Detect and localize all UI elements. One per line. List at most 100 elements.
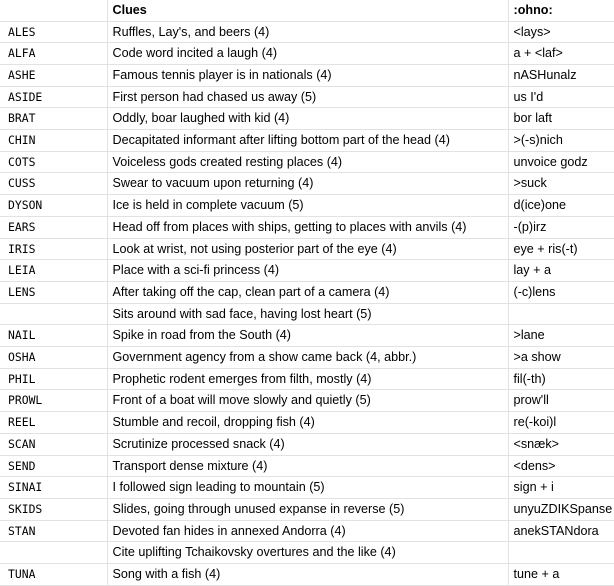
notes-cell[interactable]: <lays> [508,21,614,44]
clue-cell[interactable]: Transport dense mixture (4) [107,455,509,478]
answer-cell[interactable]: NAIL [0,324,108,348]
clue-cell[interactable]: Sits around with sad face, having lost h… [107,303,509,326]
notes-cell[interactable]: us I'd [508,86,614,109]
clue-cell[interactable]: Ice is held in complete vacuum (5) [107,194,509,217]
answer-cell[interactable]: TUNA [0,563,108,586]
notes-cell[interactable]: >lane [508,324,614,348]
notes-cell[interactable]: sign + i [508,476,614,499]
clues-header-cell[interactable]: Clues [107,0,509,22]
notes-cell[interactable]: bor laft [508,107,614,131]
answer-cell[interactable]: BRAT [0,107,108,131]
clue-cell[interactable]: Code word incited a laugh (4) [107,42,509,65]
answer-cell[interactable]: PHIL [0,368,108,391]
clue-cell[interactable]: Famous tennis player is in nationals (4) [107,64,509,87]
answer-cell[interactable]: ALES [0,21,108,44]
clue-cell[interactable]: Look at wrist, not using posterior part … [107,238,509,261]
answer-cell[interactable]: ASHE [0,64,108,87]
notes-cell[interactable]: >suck [508,172,614,196]
clue-cell[interactable]: Oddly, boar laughed with kid (4) [107,107,509,131]
clue-cell[interactable]: I followed sign leading to mountain (5) [107,476,509,499]
clue-cell[interactable]: Government agency from a show came back … [107,346,509,369]
notes-cell[interactable] [508,303,614,326]
notes-cell[interactable]: (-c)lens [508,281,614,304]
notes-cell[interactable]: fil(-th) [508,368,614,391]
notes-header-cell[interactable]: :ohno: [508,0,614,22]
notes-cell[interactable]: prow'll [508,389,614,413]
clue-cell[interactable]: Spike in road from the South (4) [107,324,509,348]
answer-cell[interactable]: IRIS [0,238,108,261]
notes-cell[interactable]: <dens> [508,455,614,478]
answer-header-cell[interactable] [0,0,108,22]
notes-cell[interactable]: d(ice)one [508,194,614,217]
answer-cell[interactable] [0,303,108,326]
notes-cell[interactable]: unvoice godz [508,151,614,174]
answer-cell[interactable]: OSHA [0,346,108,369]
clue-cell[interactable]: Devoted fan hides in annexed Andorra (4) [107,520,509,543]
clue-cell[interactable]: Decapitated informant after lifting bott… [107,129,509,152]
answer-cell[interactable]: CUSS [0,172,108,196]
clue-cell[interactable]: Ruffles, Lay's, and beers (4) [107,21,509,44]
notes-cell[interactable]: <snæk> [508,433,614,456]
answer-cell[interactable]: ALFA [0,42,108,65]
notes-cell[interactable]: a + <laf> [508,42,614,65]
answer-cell[interactable]: SINAI [0,476,108,499]
header-row: Clues :ohno: [0,0,614,22]
clue-cell[interactable]: Stumble and recoil, dropping fish (4) [107,411,509,434]
answer-cell[interactable]: SCAN [0,433,108,456]
answer-cell[interactable]: DYSON [0,194,108,217]
answer-cell[interactable]: CHIN [0,129,108,152]
clue-cell[interactable]: Place with a sci-fi princess (4) [107,259,509,282]
answer-cell[interactable]: STAN [0,520,108,543]
notes-cell[interactable]: >a show [508,346,614,369]
answer-cell[interactable]: COTS [0,151,108,174]
notes-cell[interactable]: -(p)irz [508,216,614,239]
answer-cell[interactable]: SKIDS [0,498,108,521]
notes-cell[interactable]: >(-s)nich [508,129,614,152]
clue-cell[interactable]: Slides, going through unused expanse in … [107,498,509,521]
answer-cell[interactable]: LENS [0,281,108,304]
answer-cell[interactable]: LEIA [0,259,108,282]
notes-cell[interactable] [508,541,614,565]
notes-cell[interactable]: lay + a [508,259,614,282]
clue-cell[interactable]: Head off from places with ships, getting… [107,216,509,239]
answer-cell[interactable]: SEND [0,455,108,478]
clue-cell[interactable]: Scrutinize processed snack (4) [107,433,509,456]
clue-cell[interactable]: Voiceless gods created resting places (4… [107,151,509,174]
notes-cell[interactable]: eye + ris(-t) [508,238,614,261]
notes-cell[interactable]: nASHunalz [508,64,614,87]
clue-cell[interactable]: Prophetic rodent emerges from filth, mos… [107,368,509,391]
notes-cell[interactable]: anekSTANdora [508,520,614,543]
notes-cell[interactable]: re(-koi)l [508,411,614,434]
clue-cell[interactable]: First person had chased us away (5) [107,86,509,109]
clue-cell[interactable]: Front of a boat will move slowly and qui… [107,389,509,413]
clue-cell[interactable]: Cite uplifting Tchaikovsky overtures and… [107,541,509,565]
answer-cell[interactable]: REEL [0,411,108,434]
clue-cell[interactable]: After taking off the cap, clean part of … [107,281,509,304]
answer-cell[interactable]: PROWL [0,389,108,413]
answer-cell[interactable]: EARS [0,216,108,239]
clue-cell[interactable]: Swear to vacuum upon returning (4) [107,172,509,196]
table-row: Cite uplifting Tchaikovsky overtures and… [0,541,614,565]
answer-cell[interactable]: ASIDE [0,86,108,109]
notes-cell[interactable]: tune + a [508,563,614,586]
clue-cell[interactable]: Song with a fish (4) [107,563,509,586]
notes-cell[interactable]: unyuZDIKSpanse [508,498,614,521]
answer-cell[interactable] [0,541,108,565]
